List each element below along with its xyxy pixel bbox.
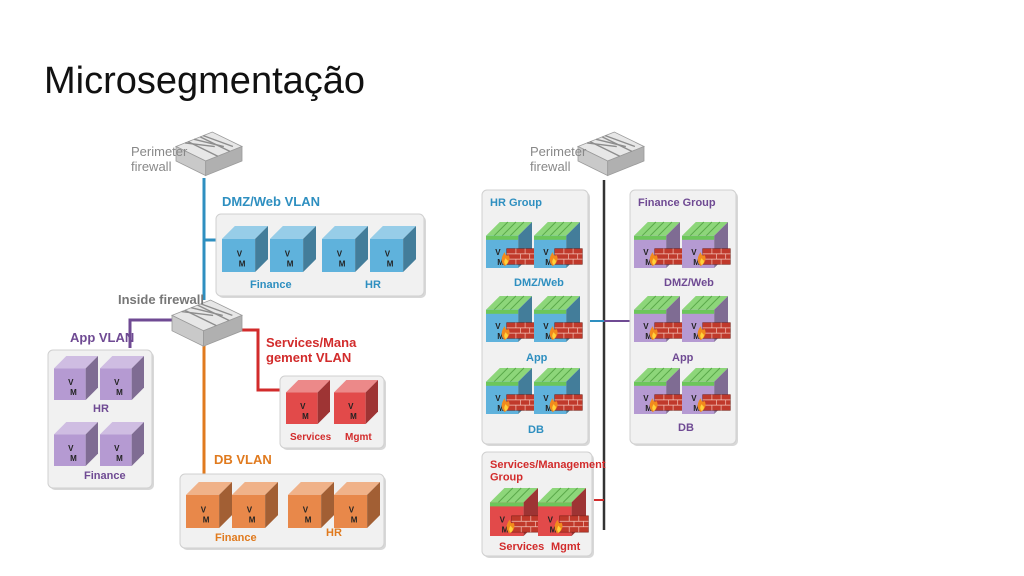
- inside-firewall-icon: [171, 299, 243, 347]
- services-group-services-label: Services: [499, 541, 544, 553]
- dmz-hr-label: HR: [365, 279, 381, 291]
- app-link-line: [128, 318, 176, 348]
- hr-db-label: DB: [528, 424, 544, 436]
- services-mgmt-label: Mgmt: [345, 432, 372, 443]
- svg-text:VM: VM: [348, 402, 357, 421]
- svg-text:VM: VM: [337, 249, 346, 268]
- svg-text:VM: VM: [114, 444, 123, 463]
- finance-group-label: Finance Group: [638, 197, 716, 209]
- svg-text:VM: VM: [201, 505, 210, 524]
- finance-db-label: DB: [678, 422, 694, 434]
- svg-text:VM: VM: [691, 322, 700, 341]
- hr-group-label: HR Group: [490, 197, 542, 209]
- svg-text:VM: VM: [114, 378, 123, 397]
- svg-text:VM: VM: [300, 402, 309, 421]
- app-hr-label: HR: [93, 403, 109, 415]
- svg-text:VM: VM: [247, 505, 256, 524]
- svg-text:VM: VM: [495, 248, 504, 267]
- svg-text:VM: VM: [643, 394, 652, 413]
- dmz-vlan-label: DMZ/Web VLAN: [222, 194, 320, 209]
- svg-text:VM: VM: [500, 516, 509, 535]
- perimeter-firewall-icon: [175, 131, 243, 177]
- svg-text:VM: VM: [237, 249, 246, 268]
- svg-text:VM: VM: [691, 248, 700, 267]
- app-vlan-label: App VLAN: [70, 330, 134, 345]
- dmz-finance-label: Finance: [250, 279, 292, 291]
- finance-app-label: App: [672, 352, 694, 364]
- svg-text:VM: VM: [543, 248, 552, 267]
- services-group-mgmt-label: Mgmt: [551, 541, 581, 553]
- right-perimeter-firewall-icon: [577, 131, 645, 177]
- svg-text:VM: VM: [543, 394, 552, 413]
- svg-text:VM: VM: [543, 322, 552, 341]
- db-finance-label: Finance: [215, 532, 257, 544]
- db-vlan-label: DB VLAN: [214, 452, 272, 467]
- svg-text:VM: VM: [285, 249, 294, 268]
- services-services-label: Services: [290, 432, 332, 443]
- finance-dmz-label: DMZ/Web: [664, 277, 714, 289]
- page-title: Microsegmentação: [44, 60, 366, 102]
- hr-dmz-label: DMZ/Web: [514, 277, 564, 289]
- hr-app-label: App: [526, 352, 548, 364]
- svg-text:VM: VM: [303, 505, 312, 524]
- svg-text:VM: VM: [385, 249, 394, 268]
- svg-text:VM: VM: [349, 505, 358, 524]
- svg-text:VM: VM: [548, 516, 557, 535]
- svg-text:VM: VM: [495, 394, 504, 413]
- services-link-line: [234, 328, 282, 392]
- svg-text:VM: VM: [68, 444, 77, 463]
- svg-text:VM: VM: [495, 322, 504, 341]
- svg-text:VM: VM: [643, 322, 652, 341]
- svg-text:VM: VM: [691, 394, 700, 413]
- svg-text:VM: VM: [68, 378, 77, 397]
- app-finance-label: Finance: [84, 470, 126, 482]
- svg-text:VM: VM: [643, 248, 652, 267]
- inside-firewall-label: Inside firewall: [118, 292, 204, 307]
- db-hr-label: HR: [326, 527, 342, 539]
